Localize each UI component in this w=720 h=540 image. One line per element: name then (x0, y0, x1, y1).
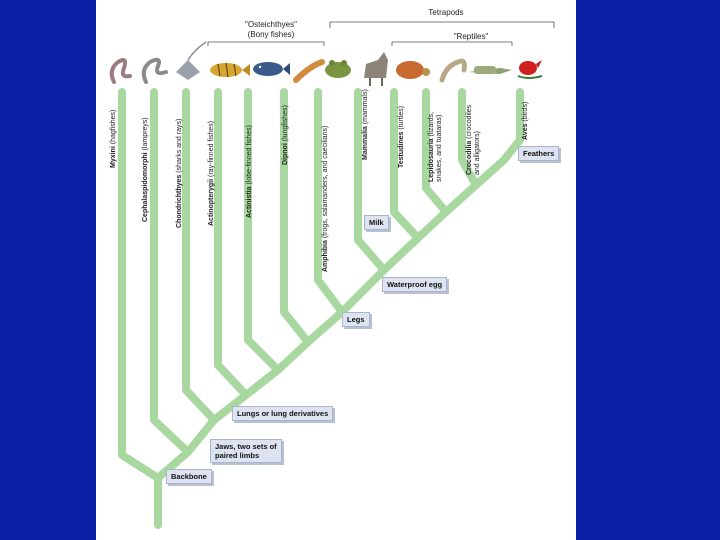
taxon-label-cephalaspidomorphi: Cephalaspidomorphi (lampreys) (142, 117, 150, 222)
trait-lungs: Lungs or lung derivatives (232, 406, 334, 421)
branch-crocodilia (458, 88, 480, 189)
branch-vertebrates (154, 448, 192, 482)
branch-gnathostomes (184, 416, 218, 456)
taxon-name: Testudines (398, 131, 405, 168)
branch-reptiles (380, 234, 422, 274)
taxon-name: Actinistia (246, 186, 253, 218)
cladogram (109, 21, 555, 529)
taxon-name: Cephalaspidomorphi (142, 152, 149, 222)
osteichthyes-bracket (207, 41, 325, 46)
trait-jaws-line2: paired limbs (215, 451, 260, 460)
branch-cephalaspidomorphi (150, 88, 192, 456)
hagfish-icon (109, 58, 132, 84)
taxon-common-line2: and alligators) (474, 131, 481, 175)
lizard-icon (439, 58, 467, 83)
trait-milk: Milk (364, 215, 389, 230)
ray-icon (176, 41, 207, 80)
taxon-name: Amphibia (322, 240, 329, 272)
reptiles-bracket (391, 41, 513, 46)
taxon-label-actinistia: Actinistia (lobe-finned fishes) (246, 125, 254, 218)
branch-testudines (390, 88, 422, 242)
taxon-name: Crocodilia (466, 140, 473, 175)
branch-lungfish-tetrapods (274, 338, 312, 374)
wolf-icon (364, 52, 388, 86)
taxon-name: Chondrichthyes (176, 174, 183, 228)
coelacanth-icon (253, 62, 290, 76)
taxon-common: (birds) (522, 101, 529, 122)
branch-osteichthyes (210, 391, 250, 424)
branch-dipnoi (280, 88, 312, 346)
taxon-common: (lizards, (428, 111, 435, 137)
branch-myxini (118, 88, 162, 482)
branch-actinopterygii (214, 88, 250, 399)
trait-backbone: Backbone (166, 469, 212, 484)
branch-diapsids (414, 208, 450, 242)
taxon-common: (mammals) (362, 89, 369, 125)
tetrapods-label: Tetrapods (428, 8, 464, 17)
taxon-name: Lepidosauria (428, 138, 435, 182)
crocodile-icon (468, 66, 512, 74)
branch-archosaurs (442, 181, 480, 216)
taxon-name: Dipnoi (282, 143, 289, 165)
taxon-label-crocodilia: Crocodilia (crocodiles and alligators) (466, 105, 482, 175)
taxon-name: Actinopterygii (208, 178, 215, 226)
cardinal-icon (517, 60, 543, 79)
taxon-common-line2: snakes, and tuataras) (436, 114, 443, 182)
taxon-label-aves: Aves (birds) (522, 102, 530, 140)
branch-lepidosauria (422, 88, 450, 216)
branch-chondrichthyes (182, 88, 218, 424)
branch-sarcopterygii (242, 366, 282, 399)
phylogeny-panel: Tetrapods "Osteichthyes" (Bony fishes) "… (96, 0, 576, 540)
tetrapods-bracket (329, 21, 555, 28)
osteichthyes-line1: "Osteichthyes" (245, 20, 297, 29)
taxon-common: (hagfishes) (110, 109, 117, 145)
taxon-common: (turtles) (398, 105, 405, 130)
frog-icon (325, 60, 351, 78)
branch-tetrapods (304, 308, 346, 346)
animal-icons (109, 41, 543, 86)
taxon-label-mammalia: Mammalia (mammals) (362, 89, 370, 160)
trait-waterproof-egg: Waterproof egg (382, 277, 448, 292)
branch-mammalia (354, 88, 388, 274)
branch-actinistia (244, 88, 282, 374)
header-brackets (207, 21, 555, 46)
taxon-name: Mammalia (362, 126, 369, 160)
taxon-label-actinopterygii: Actinopterygii (ray-finned fishes) (208, 121, 216, 226)
branches (118, 88, 524, 529)
trait-jaws-line1: Jaws, two sets of (215, 442, 277, 451)
branch-aves (500, 88, 524, 164)
taxon-label-testudines: Testudines (turtles) (398, 106, 406, 168)
taxon-common: (sharks and rays) (176, 118, 183, 173)
branch-amniotes (338, 266, 388, 316)
taxon-label-chondrichthyes: Chondrichthyes (sharks and rays) (176, 119, 184, 228)
reptiles-label: "Reptiles" (453, 32, 489, 41)
taxon-common: (crocodiles (466, 104, 473, 139)
taxon-label-amphibia: Amphibia (frogs, salamanders, and caecil… (322, 126, 330, 272)
taxon-label-dipnoi: Dipnoi (lungfishes) (282, 105, 290, 165)
branch-amphibia (314, 88, 346, 316)
taxon-name: Myxini (110, 146, 117, 168)
taxon-common: (lampreys) (142, 117, 149, 151)
taxon-label-lepidosauria: Lepidosauria (lizards, snakes, and tuata… (428, 112, 444, 182)
perch-icon (210, 62, 250, 78)
branch-birds-stem (472, 156, 508, 189)
taxon-name: Aves (522, 123, 529, 140)
taxon-common: (ray-finned fishes) (208, 120, 215, 177)
trait-jaws-limbs: Jaws, two sets of paired limbs (210, 439, 282, 463)
lamprey-icon (141, 57, 168, 84)
trait-feathers: Feathers (518, 146, 560, 161)
trait-legs: Legs (342, 312, 370, 327)
taxon-label-myxini: Myxini (hagfishes) (110, 110, 118, 168)
taxon-common: (lungfishes) (282, 105, 289, 142)
lungfish-icon (293, 59, 325, 83)
osteichthyes-line2: (Bony fishes) (247, 30, 295, 39)
taxon-common: (lobe-finned fishes) (246, 125, 253, 185)
osteichthyes-label: "Osteichthyes" (Bony fishes) (216, 20, 326, 40)
turtle-icon (396, 61, 430, 79)
taxon-common: (frogs, salamanders, and caecilians) (322, 125, 329, 239)
